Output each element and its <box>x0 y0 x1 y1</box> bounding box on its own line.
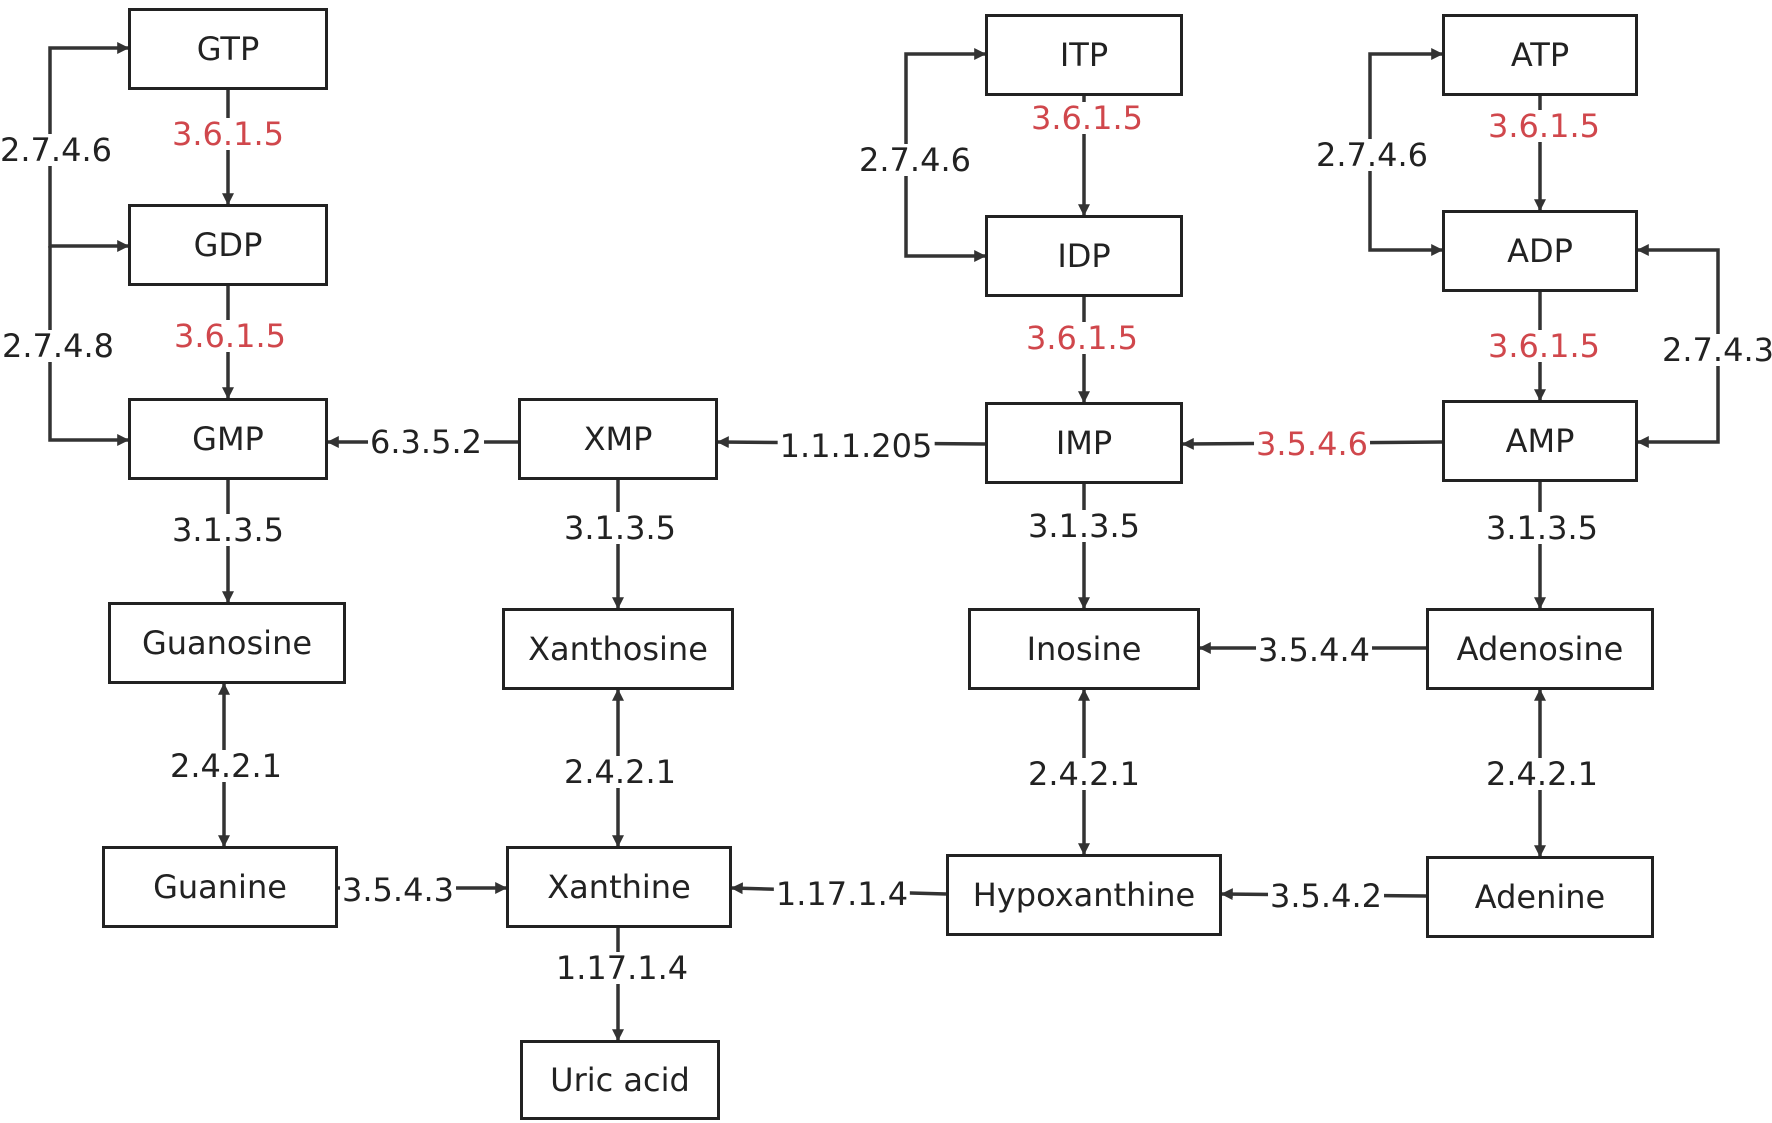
enzyme-label-gdp-gmp: 3.6.1.5 <box>172 317 288 355</box>
node-xmp: XMP <box>518 398 718 480</box>
node-atp-label: ATP <box>1510 36 1570 74</box>
node-xanthine: Xanthine <box>506 846 732 928</box>
node-guanosine-label: Guanosine <box>141 624 313 662</box>
node-guanine: Guanine <box>102 846 338 928</box>
node-hypoxanthine: Hypoxanthine <box>946 854 1222 936</box>
node-uric-acid-label: Uric acid <box>550 1061 690 1099</box>
node-gtp-label: GTP <box>196 30 260 68</box>
node-gdp: GDP <box>128 204 328 286</box>
enzyme-label-adenine-hypoxanthine: 3.5.4.2 <box>1268 877 1384 915</box>
enzyme-label-amp-adenosine: 3.1.3.5 <box>1484 509 1600 547</box>
enzyme-label-xanthine-uric: 1.17.1.4 <box>553 949 691 987</box>
enzyme-label-gtp-gdp: 3.6.1.5 <box>170 115 286 153</box>
node-adenosine: Adenosine <box>1426 608 1654 690</box>
enzyme-label-gmp-guanosine: 3.1.3.5 <box>170 511 286 549</box>
node-inosine: Inosine <box>968 608 1200 690</box>
node-adenine: Adenine <box>1426 856 1654 938</box>
edge-g-kinase-bracket-bottom <box>48 246 130 446</box>
enzyme-label-amp-adp-kinase: 2.7.4.3 <box>1660 334 1772 366</box>
enzyme-label-atp-adp: 3.6.1.5 <box>1486 107 1602 145</box>
enzyme-label-g-kinase-bottom: 2.7.4.8 <box>0 327 116 365</box>
enzyme-label-g-kinase-top: 2.7.4.6 <box>0 131 114 169</box>
enzyme-label-guanosine-guanine: 2.4.2.1 <box>168 747 284 785</box>
enzyme-label-imp-xmp: 1.1.1.205 <box>777 427 935 465</box>
node-gdp-label: GDP <box>193 226 263 264</box>
enzyme-label-amp-imp: 3.5.4.6 <box>1254 425 1370 463</box>
node-idp: IDP <box>985 215 1183 297</box>
node-uric-acid: Uric acid <box>520 1040 720 1120</box>
node-gmp-label: GMP <box>192 420 264 458</box>
enzyme-label-hypoxanthine-xanthine: 1.17.1.4 <box>773 875 911 913</box>
enzyme-label-itp-idp: 3.6.1.5 <box>1029 99 1145 137</box>
node-xanthosine: Xanthosine <box>502 608 734 690</box>
enzyme-label-xmp-gmp: 6.3.5.2 <box>368 423 484 461</box>
node-hypoxanthine-label: Hypoxanthine <box>972 876 1196 914</box>
node-gtp: GTP <box>128 8 328 90</box>
node-xanthosine-label: Xanthosine <box>528 630 708 668</box>
node-adenine-label: Adenine <box>1474 878 1606 916</box>
node-atp: ATP <box>1442 14 1638 96</box>
enzyme-label-i-kinase: 2.7.4.6 <box>857 141 973 179</box>
node-adenosine-label: Adenosine <box>1456 630 1624 668</box>
enzyme-label-inosine-hypoxanthine: 2.4.2.1 <box>1026 755 1142 793</box>
node-amp: AMP <box>1442 400 1638 482</box>
node-imp: IMP <box>985 402 1183 484</box>
node-amp-label: AMP <box>1505 422 1575 460</box>
enzyme-label-guanine-xanthine: 3.5.4.3 <box>340 871 456 909</box>
enzyme-label-adenosine-adenine: 2.4.2.1 <box>1484 755 1600 793</box>
node-itp: ITP <box>985 14 1183 96</box>
node-xmp-label: XMP <box>583 420 653 458</box>
enzyme-label-xanthosine-xanthine: 2.4.2.1 <box>562 753 678 791</box>
node-guanine-label: Guanine <box>153 868 287 906</box>
node-idp-label: IDP <box>1057 237 1111 275</box>
enzyme-label-adp-amp: 3.6.1.5 <box>1486 327 1602 365</box>
node-itp-label: ITP <box>1059 36 1109 74</box>
enzyme-label-xmp-xanthosine: 3.1.3.5 <box>562 509 678 547</box>
node-xanthine-label: Xanthine <box>547 868 691 906</box>
node-adp-label: ADP <box>1507 232 1573 270</box>
node-adp: ADP <box>1442 210 1638 292</box>
enzyme-label-imp-inosine: 3.1.3.5 <box>1026 507 1142 545</box>
enzyme-label-a-kinase: 2.7.4.6 <box>1314 136 1430 174</box>
node-gmp: GMP <box>128 398 328 480</box>
enzyme-label-idp-imp: 3.6.1.5 <box>1024 319 1140 357</box>
node-imp-label: IMP <box>1055 424 1113 462</box>
enzyme-label-adenosine-inosine: 3.5.4.4 <box>1256 631 1372 669</box>
node-guanosine: Guanosine <box>108 602 346 684</box>
node-inosine-label: Inosine <box>1026 630 1142 668</box>
